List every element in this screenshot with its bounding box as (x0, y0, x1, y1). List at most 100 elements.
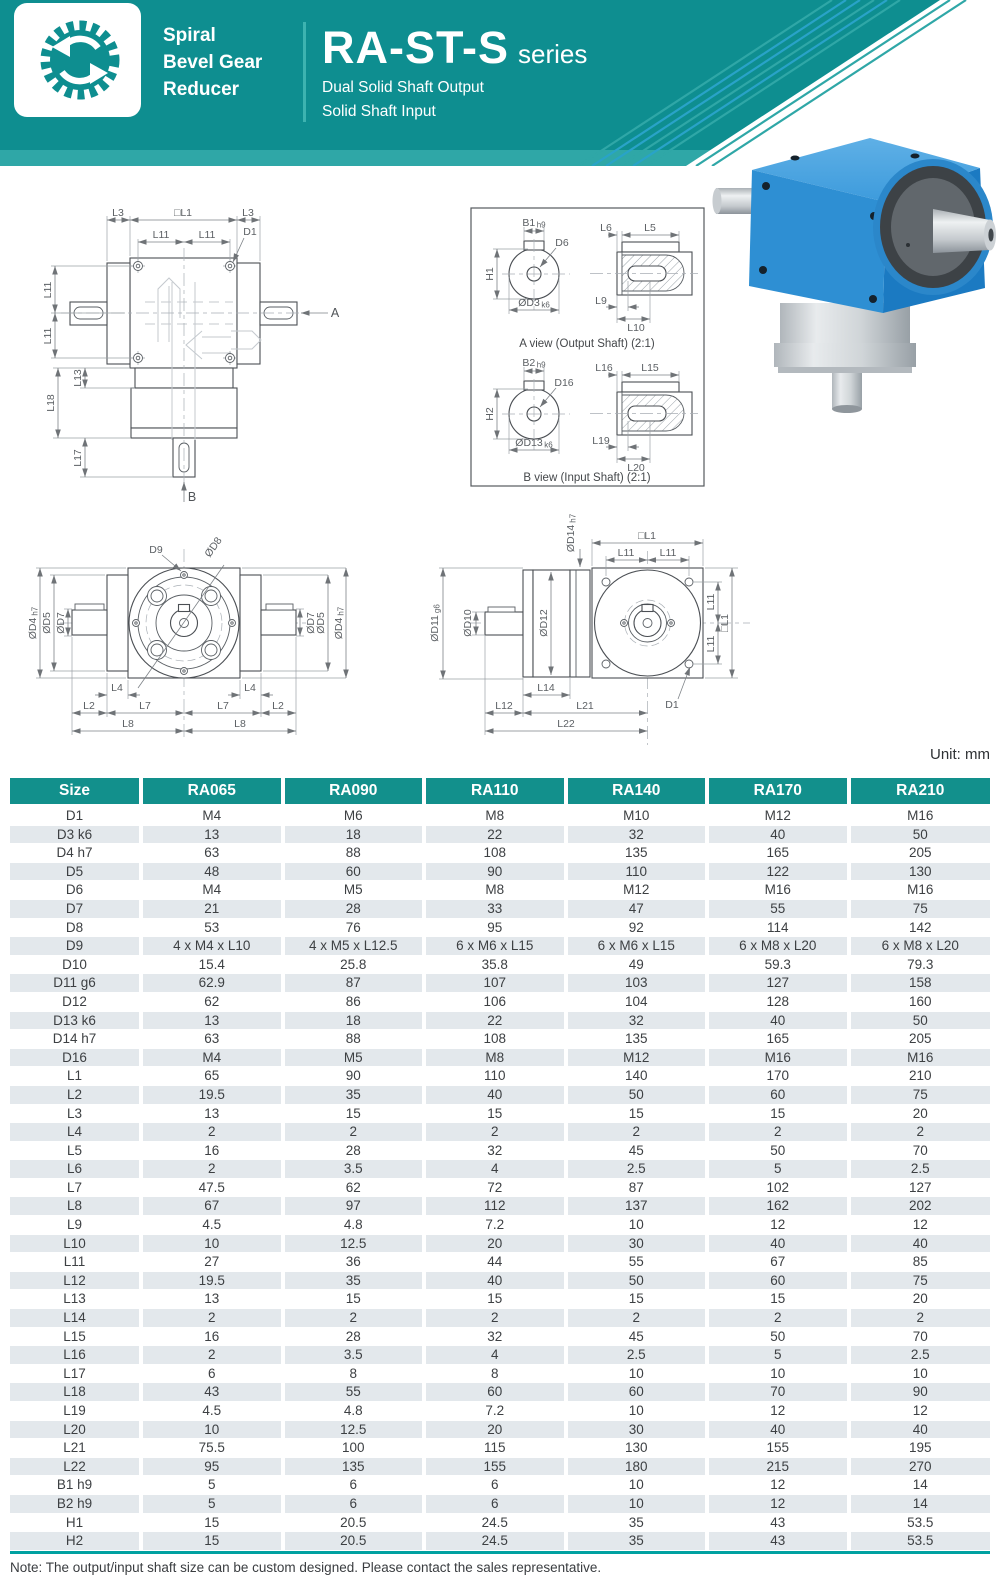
spec-cell: 50 (848, 1011, 990, 1031)
flange-body (71, 567, 297, 679)
spec-cell: 15 (565, 1289, 709, 1310)
row-size-label: D3 k6 (10, 825, 143, 845)
dim-label: ØD5 (41, 612, 53, 634)
row-size-label: L9 (10, 1215, 143, 1235)
dim-label: L7 (139, 700, 151, 712)
spec-cell: 15.4 (141, 955, 285, 975)
dim-label: □L1 (174, 207, 192, 219)
col-header-model: RA170 (707, 778, 851, 807)
row-size-label: L16 (10, 1345, 143, 1365)
spec-cell: M5 (282, 880, 426, 900)
spec-cell: 40 (707, 1420, 851, 1440)
dim-label: L3 (242, 207, 254, 219)
spec-cell: 3.5 (282, 1159, 426, 1179)
company-logo (14, 3, 141, 117)
spec-cell: 2 (707, 1122, 851, 1142)
spec-cell: 65 (141, 1066, 285, 1086)
spec-cell: 162 (707, 1196, 851, 1217)
spec-cell: 2 (141, 1308, 285, 1328)
spec-cell: 4.8 (282, 1215, 426, 1235)
spec-cell: 12 (848, 1401, 990, 1421)
spec-cell: 28 (282, 899, 426, 919)
dim-label: L3 (112, 207, 124, 219)
spec-cell: 3.5 (282, 1345, 426, 1365)
dim-label: L7 (217, 700, 229, 712)
spec-cell: 60 (707, 1271, 851, 1291)
row-size-label: L21 (10, 1438, 143, 1458)
spec-cell: 100 (282, 1438, 426, 1458)
spec-cell: 48 (141, 862, 285, 882)
spec-cell: 87 (282, 973, 426, 993)
row-size-label: D14 h7 (10, 1029, 143, 1049)
spec-cell: 160 (848, 992, 990, 1012)
dim-label: L22 (557, 718, 575, 730)
row-size-label: L10 (10, 1234, 143, 1254)
spec-cell: 27 (141, 1252, 285, 1272)
spec-cell: 5 (707, 1159, 851, 1179)
bolt-holes (131, 259, 237, 365)
spec-cell: 158 (848, 973, 990, 993)
spec-cell: M4 (141, 880, 285, 900)
dim-label: L4 (111, 682, 123, 694)
brand-line: Spiral (163, 25, 216, 46)
spec-cell: 104 (565, 992, 709, 1012)
spec-cell: 45 (565, 1327, 709, 1347)
unit-label: Unit: mm (930, 746, 990, 763)
spec-cell: 108 (424, 843, 568, 863)
spec-cell: 30 (565, 1234, 709, 1254)
spec-cell: 10 (141, 1234, 285, 1254)
spec-cell: 45 (565, 1141, 709, 1161)
gearbox-front-view-drawing: L3 □L1 L3 L11 L11 D1 L11 L11 L13 L (42, 207, 340, 504)
spec-cell: 67 (141, 1196, 285, 1217)
input-side-view-drawing: ØD14h7 □L1 L11 L11 ØD11g6 ØD10 ØD12 (429, 513, 750, 745)
dim-label: ØD5 (315, 612, 327, 634)
spec-cell: 18 (282, 825, 426, 845)
spec-cell: 20 (848, 1289, 990, 1310)
diagonal-stripes (577, 0, 901, 166)
dim-label: D9 (149, 544, 163, 556)
spec-cell: 40 (424, 1271, 568, 1291)
spec-cell: 53.5 (848, 1531, 990, 1551)
spec-cell: 86 (282, 992, 426, 1012)
dim-label: L11 (618, 547, 635, 559)
spec-cell: 20.5 (282, 1531, 426, 1551)
spec-cell: 67 (707, 1252, 851, 1272)
spec-cell: 6 (141, 1364, 285, 1384)
spec-cell: 70 (848, 1327, 990, 1347)
spec-cell: 6 (282, 1475, 426, 1495)
row-size-label: B1 h9 (10, 1475, 143, 1495)
row-size-label: D5 (10, 862, 143, 882)
spec-cell: 15 (282, 1104, 426, 1124)
row-size-label: D16 (10, 1048, 143, 1068)
brand-line: Reducer (163, 79, 240, 100)
spec-cell: 205 (848, 843, 990, 863)
dim-label: ØD4h7 (333, 606, 346, 639)
output-shaft-right (933, 209, 996, 253)
spec-cell: 12.5 (282, 1420, 426, 1440)
dim-label: L15 (641, 362, 659, 374)
row-size-label: D12 (10, 992, 143, 1012)
spec-cell: 21 (141, 899, 285, 919)
spec-cell: 20.5 (282, 1513, 426, 1533)
spec-cell: 16 (141, 1327, 285, 1347)
spec-cell: 135 (565, 843, 709, 863)
spec-cell: 35 (282, 1271, 426, 1291)
spec-cell: M4 (141, 1048, 285, 1068)
spec-cell: 72 (424, 1178, 568, 1198)
spec-cell: 2.5 (565, 1159, 709, 1179)
spec-cell: 10 (141, 1420, 285, 1440)
spec-cell: 6 (282, 1494, 426, 1514)
spec-cell: 20 (424, 1420, 568, 1440)
